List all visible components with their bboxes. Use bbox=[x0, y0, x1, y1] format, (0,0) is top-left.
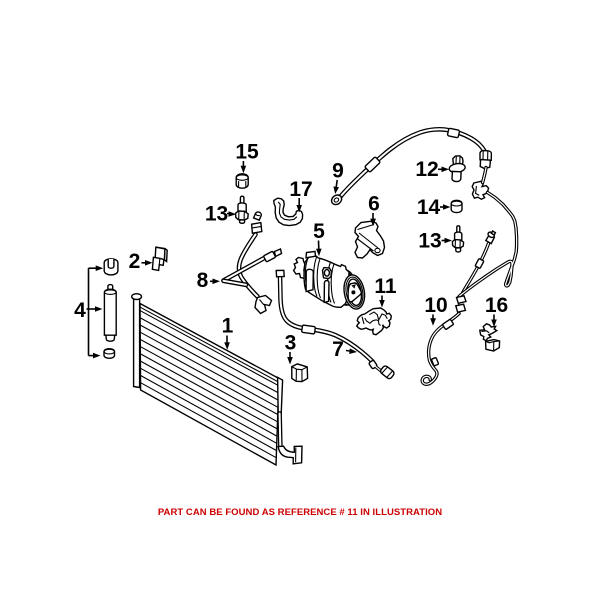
svg-text:16: 16 bbox=[485, 294, 508, 317]
svg-text:8: 8 bbox=[197, 269, 209, 292]
svg-text:5: 5 bbox=[313, 220, 325, 243]
svg-text:13: 13 bbox=[205, 203, 228, 226]
svg-text:3: 3 bbox=[285, 332, 297, 355]
svg-text:2: 2 bbox=[129, 250, 141, 273]
svg-text:10: 10 bbox=[424, 294, 447, 317]
svg-text:13: 13 bbox=[418, 230, 441, 253]
svg-text:4: 4 bbox=[74, 299, 86, 322]
svg-text:11: 11 bbox=[374, 275, 397, 298]
svg-text:1: 1 bbox=[222, 315, 234, 338]
svg-text:12: 12 bbox=[415, 158, 438, 181]
svg-text:7: 7 bbox=[332, 338, 344, 361]
svg-text:9: 9 bbox=[332, 160, 344, 183]
svg-text:PART CAN BE FOUND AS REFERENCE: PART CAN BE FOUND AS REFERENCE # 11 IN I… bbox=[158, 507, 442, 518]
svg-text:6: 6 bbox=[368, 193, 380, 216]
svg-text:17: 17 bbox=[289, 178, 312, 201]
svg-text:14: 14 bbox=[417, 196, 441, 219]
svg-text:15: 15 bbox=[235, 141, 259, 164]
